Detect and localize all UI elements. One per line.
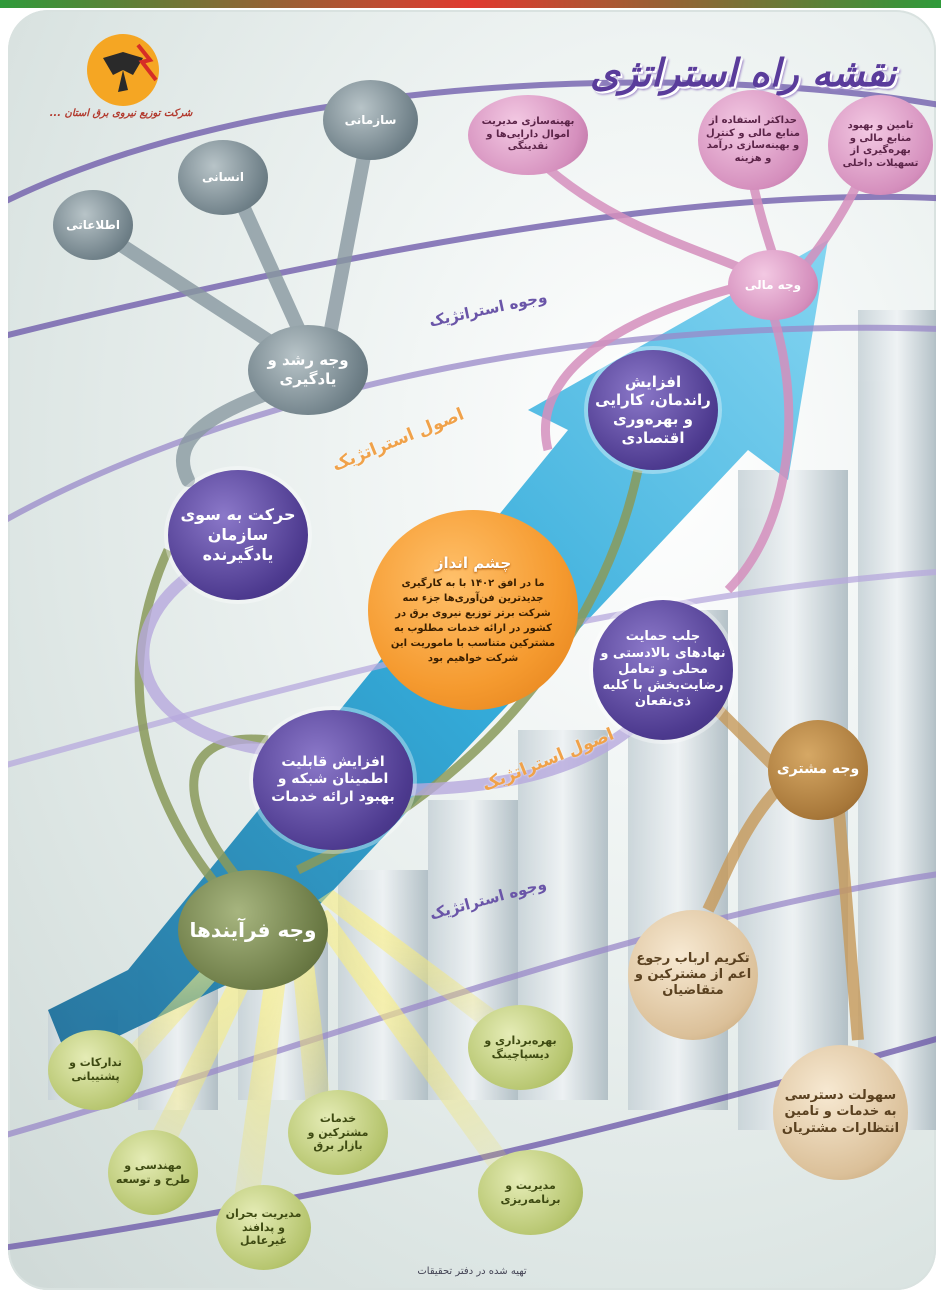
growth-item-info: اطلاعاتی bbox=[53, 190, 133, 260]
process-item-crisis: مدیریت بحران و پدافند غیرعامل bbox=[216, 1185, 311, 1270]
company-name: شرکت توزیع نیروی برق استان ... bbox=[49, 108, 193, 119]
processes-node: وجه فرآیندها bbox=[178, 870, 328, 990]
strategy-map-poster: شرکت توزیع نیروی برق استان ... نقشه راه … bbox=[8, 10, 936, 1290]
finance-item-assets: بهینه‌سازی مدیریت اموال دارایی‌ها و نقدی… bbox=[468, 95, 588, 175]
growth-learning-node: وجه رشد و یادگیری bbox=[248, 325, 368, 415]
process-item-dispatching: بهره‌برداری و دیسپاچینگ bbox=[468, 1005, 573, 1090]
customer-node: وجه مشتری bbox=[768, 720, 868, 820]
growth-item-human: انسانی bbox=[178, 140, 268, 215]
principle-productivity: افزایش راندمان، کارایی و بهره‌وری اقتصاد… bbox=[588, 350, 718, 470]
page-title: نقشه راه استراتژی bbox=[589, 50, 896, 95]
vision-body: ما در افق ۱۴۰۲ با به کارگیری جدیدترین فن… bbox=[390, 578, 556, 665]
company-logo-icon bbox=[87, 34, 159, 106]
finance-node: وجه مالی bbox=[728, 250, 818, 320]
footer-note: تهیه شده در دفتر تحقیقات bbox=[417, 1266, 527, 1277]
principle-learning-org: حرکت به سوی سازمان یادگیرنده bbox=[168, 470, 308, 600]
customer-item-access: سهولت دسترسی به خدمات و تامین انتظارات م… bbox=[773, 1045, 908, 1180]
vision-circle: چشم انداز ما در افق ۱۴۰۲ با به کارگیری ج… bbox=[368, 510, 578, 710]
vision-title: چشم انداز bbox=[434, 553, 512, 572]
growth-item-organizational: سازمانی bbox=[323, 80, 418, 160]
finance-item-funding: تامین و بهبود منابع مالی و بهره‌گیری از … bbox=[828, 95, 933, 195]
process-item-engineering: مهندسی و طرح و توسعه bbox=[108, 1130, 198, 1215]
principle-reliability: افزایش قابلیت اطمینان شبکه و بهبود ارائه… bbox=[253, 710, 413, 850]
process-item-planning: مدیریت و برنامه‌ریزی bbox=[478, 1150, 583, 1235]
process-item-procurement: تدارکات و پشتیبانی bbox=[48, 1030, 143, 1110]
principle-stakeholder-satisfaction: جلب حمایت نهادهای بالادستی و محلی و تعام… bbox=[593, 600, 733, 740]
top-color-bar bbox=[0, 0, 941, 8]
customer-item-respect: تکریم ارباب رجوع اعم از مشترکین و متقاضی… bbox=[628, 910, 758, 1040]
finance-item-cost: حداکثر استفاده از منابع مالی و کنترل و ب… bbox=[698, 90, 808, 190]
process-item-customer-services: خدمات مشترکین و بازار برق bbox=[288, 1090, 388, 1175]
